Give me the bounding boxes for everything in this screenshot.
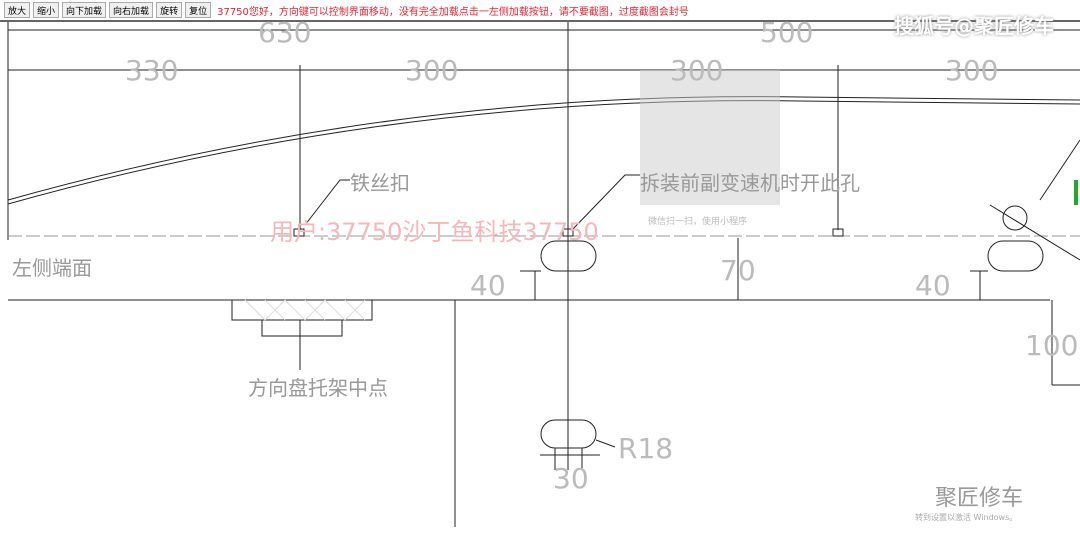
- load-down-button[interactable]: 向下加载: [62, 2, 107, 18]
- sohu-watermark: 搜狐号@聚匠修车: [894, 14, 1054, 38]
- brand-watermark: 聚匠修车: [935, 486, 1023, 511]
- dim-300-c: 300: [945, 54, 998, 87]
- slot-2: [987, 240, 1044, 272]
- windows-activation: 转到设置以激活 Windows。: [915, 512, 1017, 522]
- dim-100: 100: [1025, 329, 1078, 362]
- label-left-end: 左侧端面: [12, 256, 92, 280]
- user-watermark: 用户:37750沙丁鱼科技37750: [270, 218, 599, 246]
- rotate-button[interactable]: 旋转: [156, 2, 183, 18]
- label-hole: 拆装前副变速机时开此孔: [640, 171, 860, 195]
- dim-70: 70: [720, 254, 756, 287]
- dim-40-b: 40: [915, 269, 951, 302]
- label-wire-buckle: 铁丝扣: [350, 171, 410, 195]
- toolbar: 放大 缩小 向下加载 向右加载 旋转 复位 37750您好，方向键可以控制界面移…: [0, 0, 1080, 20]
- zoom-in-button[interactable]: 放大: [4, 2, 31, 18]
- zoom-out-button[interactable]: 缩小: [33, 2, 60, 18]
- slot-1: [540, 240, 597, 272]
- dim-630: 630: [258, 16, 311, 49]
- divider: [0, 20, 1080, 22]
- qr-code-watermark: [640, 70, 780, 205]
- qr-caption: 微信扫一扫，使用小程序: [648, 215, 747, 227]
- dim-330: 330: [125, 54, 178, 87]
- dim-30: 30: [553, 462, 589, 495]
- dim-500: 500: [760, 16, 813, 49]
- scroll-indicator[interactable]: [1074, 180, 1078, 205]
- dim-40-a: 40: [470, 269, 506, 302]
- reset-button[interactable]: 复位: [185, 2, 212, 18]
- dim-300-a: 300: [405, 54, 458, 87]
- load-right-button[interactable]: 向右加载: [109, 2, 154, 18]
- notice-text: 37750您好，方向键可以控制界面移动，没有完全加载点击一左侧加载按钮，请不要截…: [217, 6, 689, 18]
- dim-r18: R18: [618, 432, 673, 465]
- label-center: 方向盘托架中点: [248, 376, 388, 400]
- dim-300-b: 300: [670, 54, 723, 87]
- slot-3: [540, 419, 597, 449]
